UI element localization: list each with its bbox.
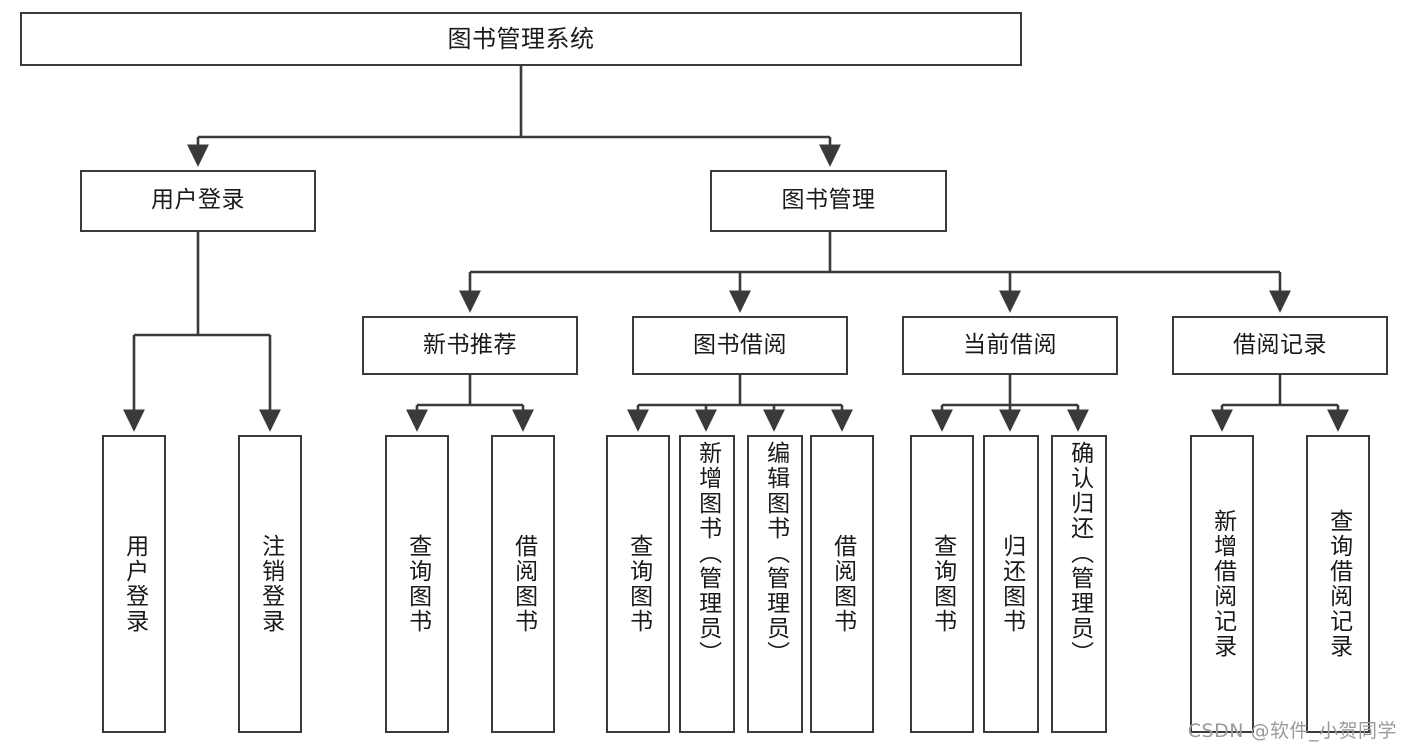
- leaf-borrow-record-add[interactable]: 新增借阅记录: [1190, 435, 1254, 733]
- leaf-current-borrow-query-label: 查询图书: [929, 534, 956, 634]
- node-borrow-record[interactable]: 借阅记录: [1172, 316, 1388, 375]
- leaf-new-book-query-label: 查询图书: [404, 534, 431, 634]
- node-book-management-label: 图书管理: [781, 187, 876, 214]
- node-borrow-record-label: 借阅记录: [1233, 331, 1327, 358]
- leaf-book-borrow-borrow-label: 借阅图书: [829, 534, 856, 634]
- leaf-user-login-login-label: 用户登录: [121, 534, 148, 634]
- leaf-new-book-borrow[interactable]: 借阅图书: [491, 435, 555, 733]
- node-current-borrow-label: 当前借阅: [963, 331, 1057, 358]
- node-new-book-recommend[interactable]: 新书推荐: [362, 316, 578, 375]
- node-current-borrow[interactable]: 当前借阅: [902, 316, 1118, 375]
- node-book-borrow-label: 图书借阅: [693, 331, 787, 358]
- node-book-borrow[interactable]: 图书借阅: [632, 316, 848, 375]
- leaf-current-borrow-confirm-label: 确认归还（管理员）: [1066, 441, 1093, 666]
- leaf-borrow-record-add-label: 新增借阅记录: [1209, 509, 1236, 659]
- leaf-new-book-borrow-label: 借阅图书: [510, 534, 537, 634]
- leaf-borrow-record-query[interactable]: 查询借阅记录: [1306, 435, 1370, 733]
- leaf-current-borrow-return[interactable]: 归还图书: [983, 435, 1039, 733]
- node-user-login-label: 用户登录: [151, 187, 245, 214]
- node-book-management[interactable]: 图书管理: [710, 170, 947, 232]
- leaf-book-borrow-query[interactable]: 查询图书: [606, 435, 670, 733]
- leaf-book-borrow-query-label: 查询图书: [625, 534, 652, 634]
- leaf-user-login-login[interactable]: 用户登录: [102, 435, 166, 733]
- leaf-current-borrow-query[interactable]: 查询图书: [910, 435, 974, 733]
- node-new-book-recommend-label: 新书推荐: [423, 331, 517, 358]
- leaf-book-borrow-edit-label: 编辑图书（管理员）: [762, 441, 789, 666]
- leaf-current-borrow-confirm[interactable]: 确认归还（管理员）: [1051, 435, 1107, 733]
- leaf-user-login-logout[interactable]: 注销登录: [238, 435, 302, 733]
- node-root-label: 图书管理系统: [447, 24, 595, 53]
- leaf-borrow-record-query-label: 查询借阅记录: [1325, 509, 1352, 659]
- leaf-book-borrow-edit[interactable]: 编辑图书（管理员）: [747, 435, 803, 733]
- leaf-book-borrow-add[interactable]: 新增图书（管理员）: [679, 435, 735, 733]
- leaf-book-borrow-borrow[interactable]: 借阅图书: [810, 435, 874, 733]
- leaf-user-login-logout-label: 注销登录: [257, 534, 284, 634]
- leaf-new-book-query[interactable]: 查询图书: [385, 435, 449, 733]
- csdn-watermark: CSDN @软件_小贺同学: [1187, 720, 1397, 742]
- leaf-book-borrow-add-label: 新增图书（管理员）: [694, 441, 721, 666]
- node-user-login[interactable]: 用户登录: [80, 170, 316, 232]
- node-root[interactable]: 图书管理系统: [20, 12, 1022, 66]
- leaf-current-borrow-return-label: 归还图书: [998, 534, 1025, 634]
